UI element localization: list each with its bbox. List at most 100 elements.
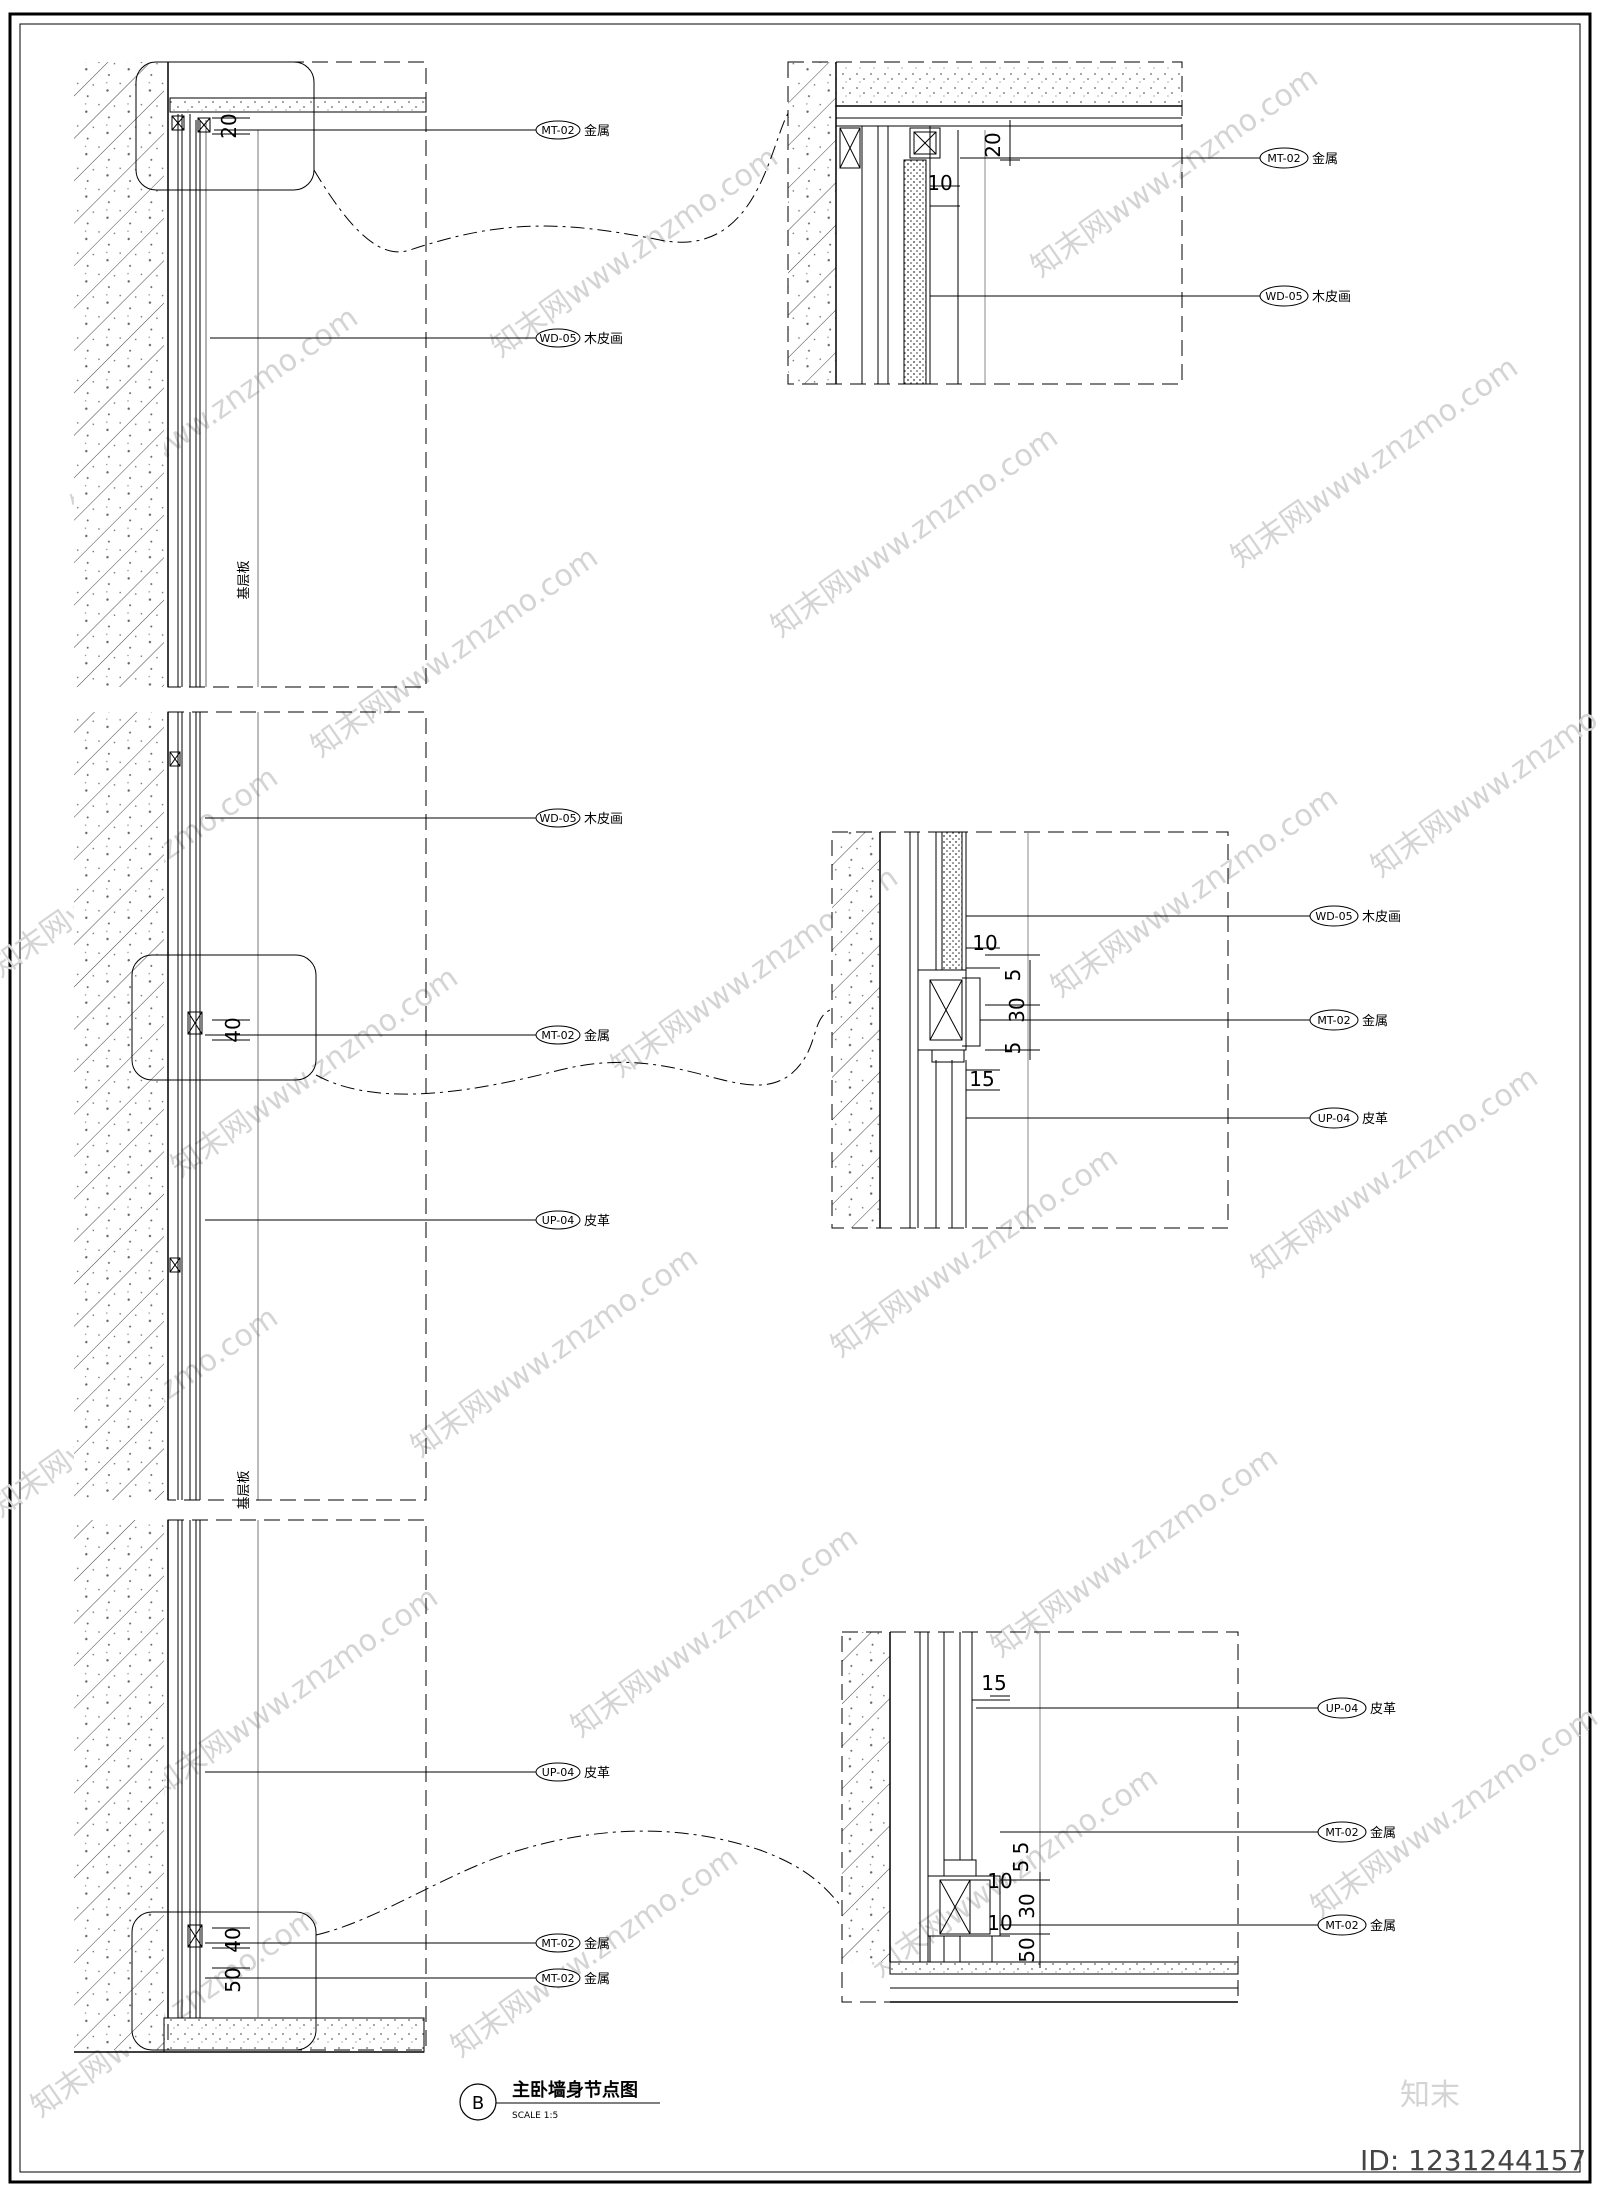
title-text: 主卧墙身节点图 [512,2079,638,2101]
brand-logo: 知末 [1400,2078,1460,2113]
main-callout-4: MT-02 金属 [535,1025,610,1045]
main-callout-3-text: 木皮画 [584,812,623,827]
detail2-dim-5: 15 [969,1067,994,1091]
watermark-text: 知末网www.znzmo.com [765,420,1065,645]
detail3-dim-5: 5 [1009,1842,1033,1855]
main-callout-8-code: MT-02 [541,1972,574,1985]
detail-callout-7-text: 金属 [1370,1825,1396,1841]
detail2-dim-3: 30 [1005,997,1029,1022]
detail-callout-8-code: MT-02 [1325,1919,1358,1932]
watermark-text: 知末网www.znzmo.com [1365,660,1600,885]
detail-callout-7: MT-02 金属 [1317,1821,1396,1843]
detail-callout-3-code: WD-05 [1315,910,1352,923]
main-callout-5-text: 皮革 [584,1214,610,1229]
detail-callout-2-text: 木皮画 [1312,290,1351,305]
main-callout-2: WD-05 木皮画 [535,328,623,348]
watermark-text: 知末网www.znzmo.com [985,1440,1285,1665]
detail-callout-2: WD-05 木皮画 [1259,285,1351,307]
detail-callout-3: WD-05 木皮画 [1309,905,1401,927]
vertical-note-mid: 基层板 [237,1470,252,1509]
main-callout-1-code: MT-02 [541,124,574,137]
main-dim-2: 40 [221,1017,245,1042]
detail-callout-5-text: 皮革 [1362,1112,1388,1127]
detail3-dim-3: 10 [987,1869,1012,1893]
detail-callout-8-text: 金属 [1370,1918,1396,1934]
main-callout-1: MT-02 金属 [535,120,610,140]
watermark-text: 知末网www.znzmo.com [305,540,605,765]
inner-frame [19,23,1581,2173]
main-callout-3: WD-05 木皮画 [535,808,623,828]
watermark-text: 知末网www.znzmo.com [405,1240,705,1465]
main-callout-6-text: 皮革 [584,1766,610,1781]
detail-2-leaders [966,915,1310,1119]
main-callout-8-text: 金属 [584,1971,610,1987]
main-callout-7-text: 金属 [584,1936,610,1952]
detail-callout-6-text: 皮革 [1370,1702,1396,1717]
main-callout-2-code: WD-05 [539,332,576,345]
detail-callout-1: MT-02 金属 [1259,147,1338,169]
brand-id: ID: 1231244157 [1360,2144,1586,2177]
detail1-dim-2: 10 [927,171,952,195]
detail-callout-1-code: MT-02 [1267,152,1300,165]
main-callout-7-code: MT-02 [541,1937,574,1950]
detail3-dim-7: 50 [1015,1937,1039,1962]
watermark-text: 知末网www.znzmo.com [25,1900,325,2125]
main-callout-1-text: 金属 [584,123,610,139]
detail-2 [831,831,1229,1229]
detail-callout-7-code: MT-02 [1325,1826,1358,1839]
detail-callout-5: UP-04 皮革 [1309,1107,1388,1129]
vertical-note-top: 基层板 [237,560,252,599]
main-callout-4-text: 金属 [584,1028,610,1044]
main-callout-6: UP-04 皮革 [535,1762,610,1782]
title-letter: B [472,2093,484,2114]
detail-callout-3-text: 木皮画 [1362,910,1401,925]
watermark-text: 知末网www.znzmo.com [565,1520,865,1745]
watermark-text: 知末网www.znzmo.com [445,1840,745,2065]
detail2-dim-2: 5 [1001,969,1025,982]
main-callout-5-code: UP-04 [542,1214,574,1227]
detail-callout-5-code: UP-04 [1318,1112,1350,1125]
detail-callout-4: MT-02 金属 [1309,1009,1388,1031]
main-callout-7: MT-02 金属 [535,1933,610,1953]
watermark-text: 知末网www.znzmo.com [485,140,785,365]
watermark-text: 知末网www.znzmo.com [165,960,465,1185]
detail-3-leaders [976,1707,1318,1926]
title-block: B 主卧墙身节点图 SCALE 1:5 [459,2079,660,2121]
detail2-dim-1: 10 [972,931,997,955]
main-callout-8: MT-02 金属 [535,1968,610,1988]
detail-callout-4-text: 金属 [1362,1013,1388,1029]
detail3-dim-1: 15 [981,1671,1006,1695]
main-dim-3: 40 [221,1927,245,1952]
detail2-dim-4: 5 [1001,1042,1025,1055]
detail-3 [841,1631,1239,2003]
detail3-dim-4: 30 [1015,1893,1039,1918]
detail-callout-1-text: 金属 [1312,151,1338,167]
detail-callout-6: UP-04 皮革 [1317,1697,1396,1719]
main-callout-5: UP-04 皮革 [535,1210,610,1230]
detail-callout-6-code: UP-04 [1326,1702,1358,1715]
detail-callout-4-code: MT-02 [1317,1014,1350,1027]
watermark-text: 知末网www.znzmo.com [1225,350,1525,575]
title-scale: SCALE 1:5 [512,2111,558,2121]
main-callout-2-text: 木皮画 [584,332,623,347]
main-callout-3-code: WD-05 [539,812,576,825]
main-callout-6-code: UP-04 [542,1766,574,1779]
main-section [74,61,841,2053]
watermark-text: 知末网www.znzmo.com [1245,1060,1545,1285]
detail-1-leaders [930,157,1260,297]
watermark-text: 知末网www.znzmo.com [1045,780,1345,1005]
main-dim-1: 20 [217,113,241,138]
outer-frame [8,12,1592,2184]
main-callout-4-code: MT-02 [541,1029,574,1042]
detail3-dim-6: 10 [987,1911,1012,1935]
watermark-text: 知末网www.znzmo.com [1305,1700,1600,1925]
detail-callout-8: MT-02 金属 [1317,1914,1396,1936]
main-dim-4: 50 [221,1967,245,1992]
main-leaders [205,129,540,1979]
detail1-dim-1: 20 [981,132,1005,157]
detail3-dim-2: 5 [1009,1860,1033,1873]
detail-1 [787,61,1183,385]
detail-callout-2-code: WD-05 [1265,290,1302,303]
